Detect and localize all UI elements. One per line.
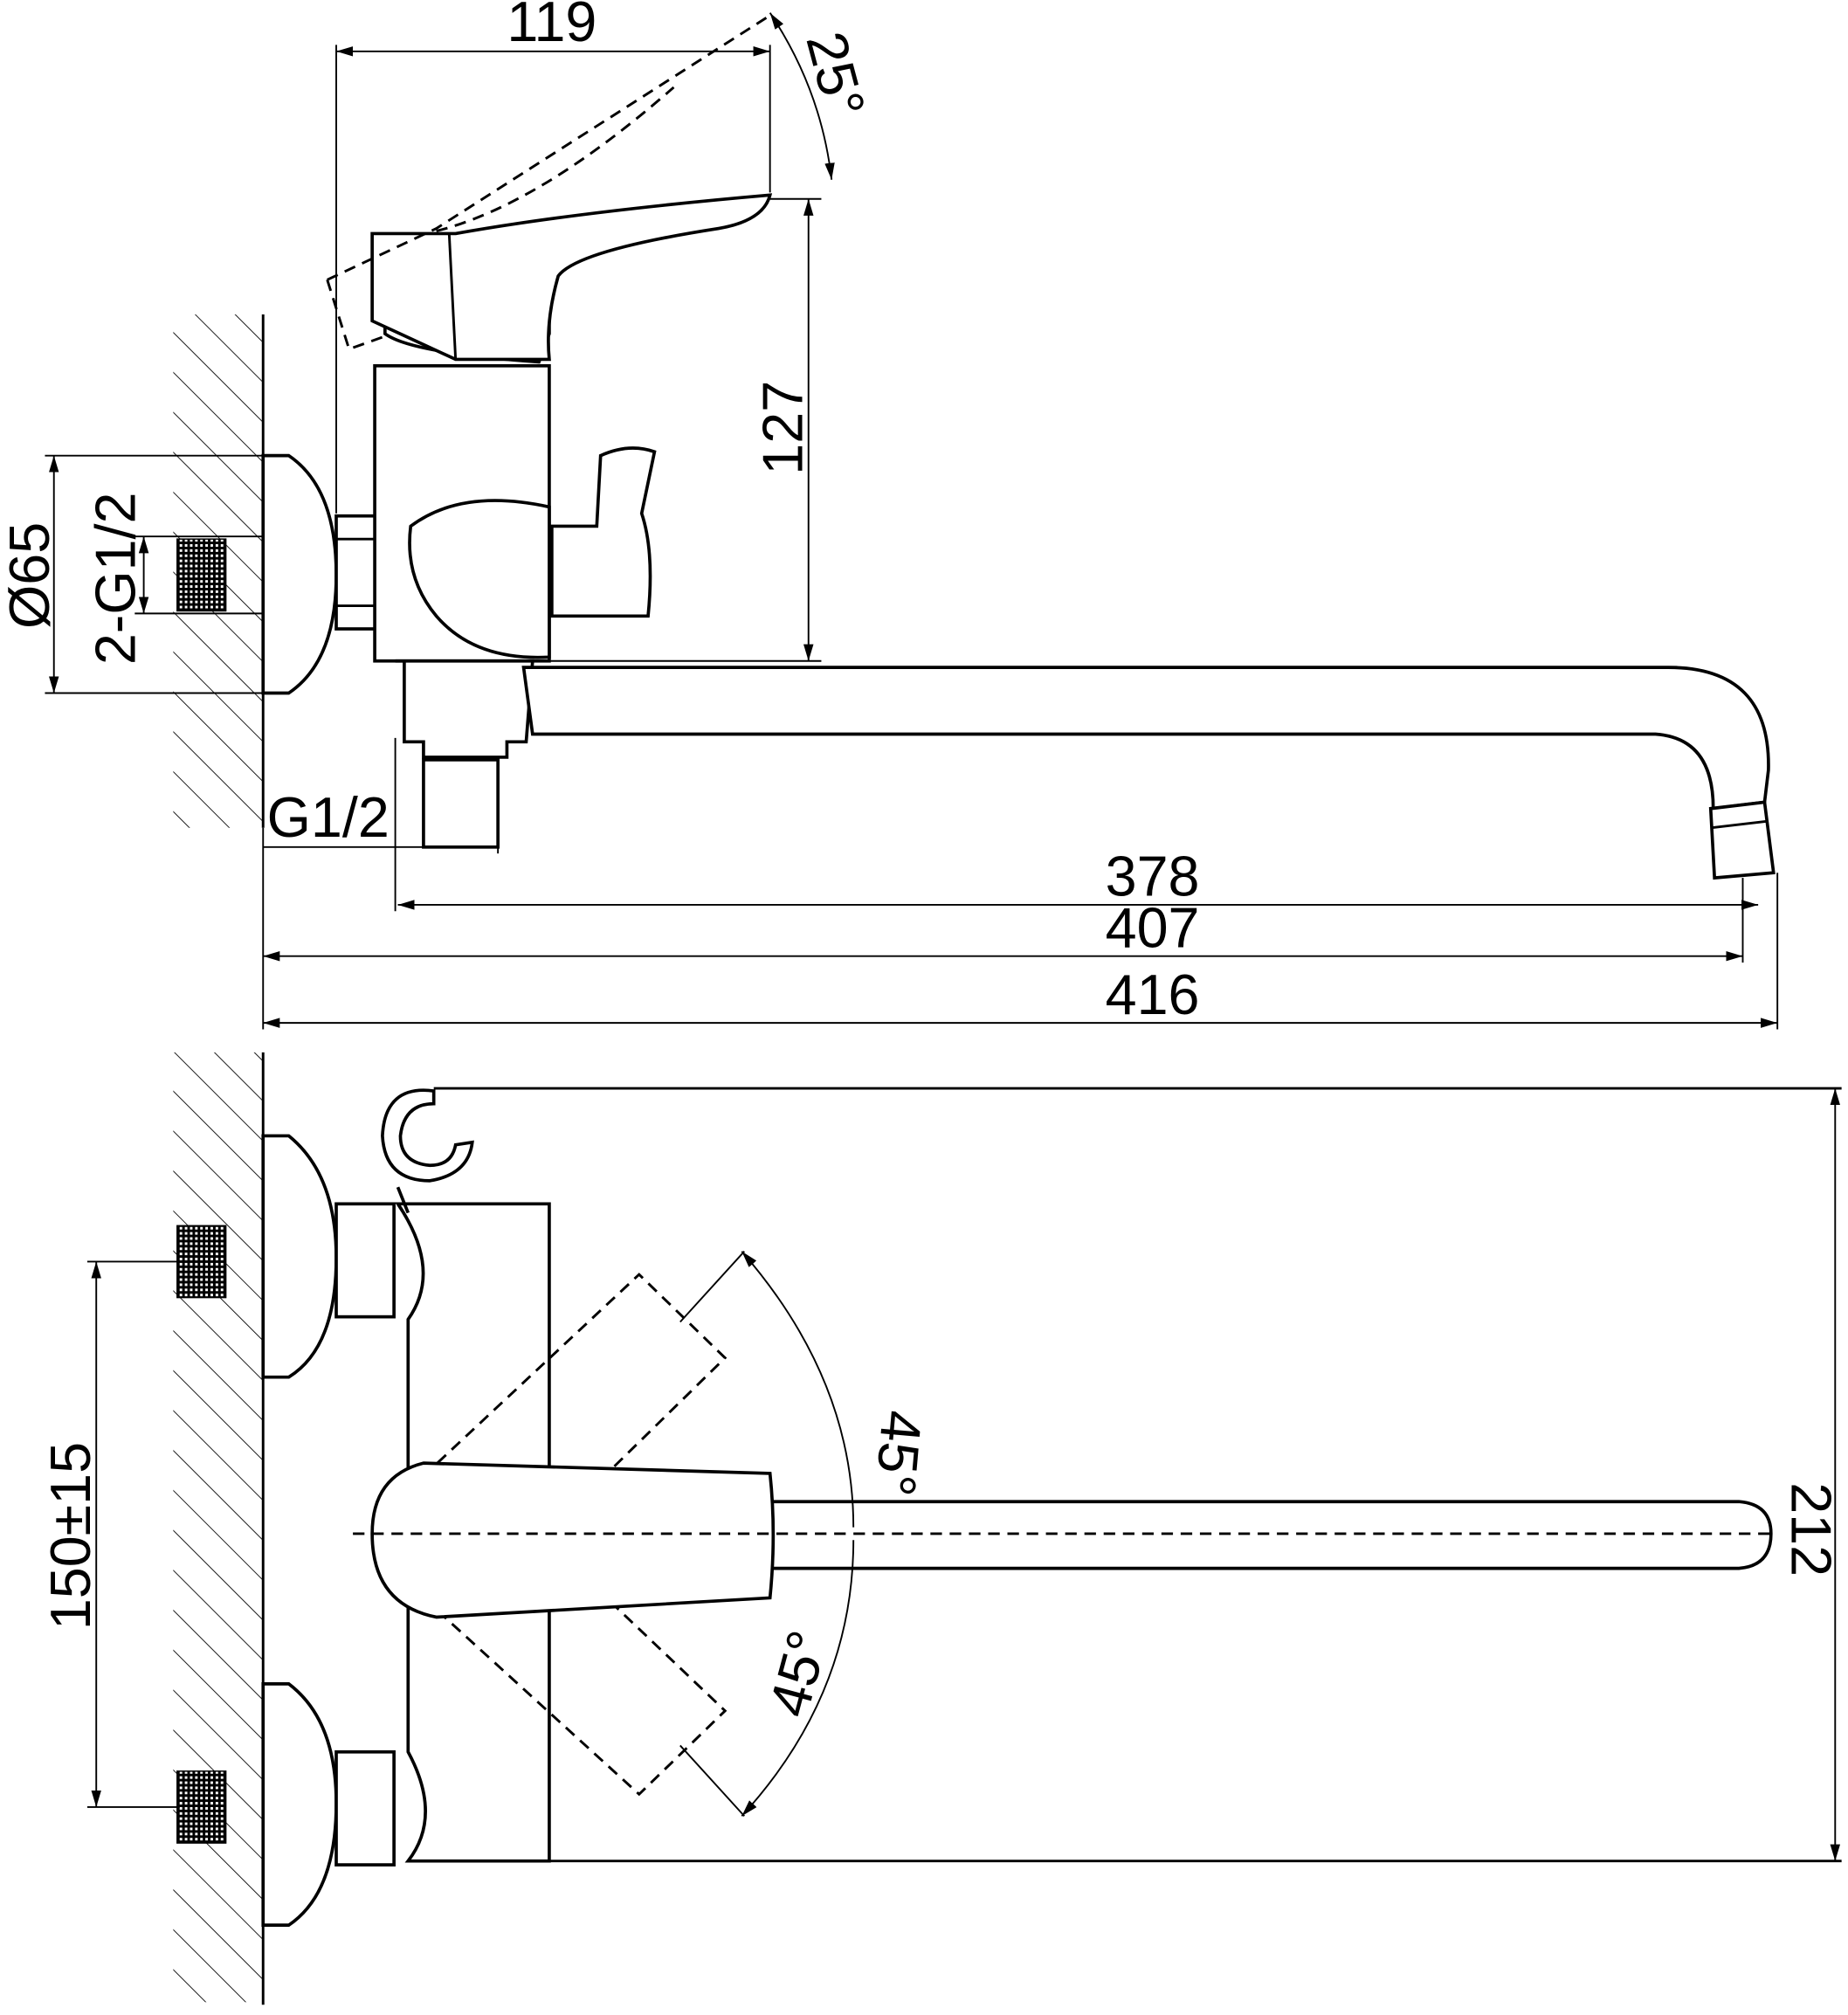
lever-outline-up xyxy=(422,1273,727,1542)
lever-raised-outline xyxy=(326,14,771,351)
lever-handle xyxy=(370,1461,776,1619)
dim-spout-reach: 378 xyxy=(1106,845,1200,908)
diverter xyxy=(408,499,551,659)
dim-inlet-thread: 2-G1/2 xyxy=(83,493,147,666)
nut-top xyxy=(334,1202,396,1319)
diverter-knob xyxy=(550,446,657,618)
top-view: 45° 45° 150±15 212 xyxy=(38,1052,1843,2005)
thread-inlet-top xyxy=(176,1225,227,1299)
dim-height: 127 xyxy=(750,381,814,475)
dim-total-width: 212 xyxy=(1779,1482,1843,1577)
shower-outlet xyxy=(395,659,534,759)
hand-shower-hook xyxy=(381,1088,474,1214)
spout xyxy=(521,666,1770,811)
thread-inlet-bottom xyxy=(176,1770,227,1844)
spout-aerator xyxy=(1708,800,1776,880)
dim-total-length: 416 xyxy=(1106,963,1200,1026)
thread-inlet xyxy=(176,538,227,612)
dim-lever-angle-up: 45° xyxy=(864,1408,934,1499)
dim-lever-angle: 25° xyxy=(794,25,878,124)
nut-bottom xyxy=(334,1749,396,1867)
lever-handle xyxy=(370,193,773,362)
spout xyxy=(768,1500,1773,1570)
flange xyxy=(261,453,338,695)
flange-top xyxy=(261,1134,338,1379)
dim-spout-length: 407 xyxy=(1106,895,1200,959)
dim-shower-thread: G1/2 xyxy=(267,785,390,849)
flange-bottom xyxy=(261,1682,338,1927)
dim-flange-diameter: Ø65 xyxy=(0,522,61,629)
side-view: 119 25° 127 Ø65 2-G1/2 G1/2 378 407 416 xyxy=(0,0,1779,1030)
lever-outline-down xyxy=(422,1532,727,1797)
dim-lever-reach: 119 xyxy=(507,0,596,53)
dim-inlet-spacing: 150±15 xyxy=(38,1442,102,1630)
wall-hatching xyxy=(173,1052,264,2003)
dim-lever-angle-down: 45° xyxy=(756,1624,840,1722)
shower-thread xyxy=(422,758,500,849)
